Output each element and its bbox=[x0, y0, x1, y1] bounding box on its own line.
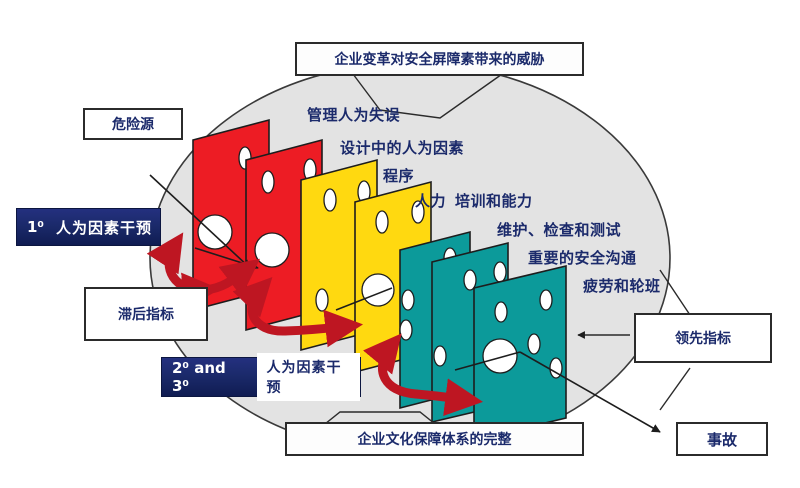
barrier-label-1: 设计中的人为因素 bbox=[340, 139, 465, 157]
banner-primary-order: 1⁰ bbox=[27, 218, 45, 236]
box-lagging-indicator: 滞后指标 bbox=[84, 287, 208, 341]
barrier-label-5: 维护、检查和测试 bbox=[497, 221, 622, 239]
barrier-label-4: 培训和能力 bbox=[455, 192, 533, 210]
callout-bottom-culture: 企业文化保障体系的完整 bbox=[285, 422, 584, 456]
box-accident-label: 事故 bbox=[706, 430, 737, 449]
banner-primary-intervention: 1⁰ 人为因素干预 bbox=[16, 208, 161, 246]
callout-top-threat-label: 企业变革对安全屏障素带来的威胁 bbox=[334, 52, 545, 68]
box-leading-indicator: 领先指标 bbox=[634, 313, 772, 363]
barrier-label-2: 程序 bbox=[383, 167, 415, 185]
intervention-arrow-secondary-a bbox=[232, 277, 364, 348]
callout-top-threat: 企业变革对安全屏障素带来的威胁 bbox=[295, 42, 584, 76]
barrier-label-0: 管理人为失误 bbox=[307, 106, 401, 124]
box-leading-indicator-label: 领先指标 bbox=[675, 331, 731, 347]
box-hazard-source: 危险源 bbox=[83, 108, 183, 140]
intervention-arrow-secondary-b bbox=[362, 333, 484, 416]
box-lagging-indicator-label: 滞后指标 bbox=[118, 307, 174, 323]
barrier-label-6: 重要的安全沟通 bbox=[528, 249, 637, 267]
banner-secondary-intervention: 2⁰ and 3⁰ 人为因素干预 bbox=[161, 353, 361, 401]
callout-bottom-culture-label: 企业文化保障体系的完整 bbox=[357, 432, 512, 448]
banner-secondary-order: 2⁰ and 3⁰ bbox=[172, 359, 226, 395]
box-hazard-source-label: 危险源 bbox=[112, 117, 154, 133]
barrier-slice-teal-3 bbox=[473, 264, 567, 442]
banner-secondary-label: 人为因素干预 bbox=[256, 353, 360, 401]
barrier-label-7: 疲劳和轮班 bbox=[583, 277, 661, 295]
banner-primary-label: 人为因素干预 bbox=[56, 218, 153, 237]
barrier-label-3: 人力 bbox=[415, 192, 447, 210]
box-accident: 事故 bbox=[676, 422, 768, 456]
